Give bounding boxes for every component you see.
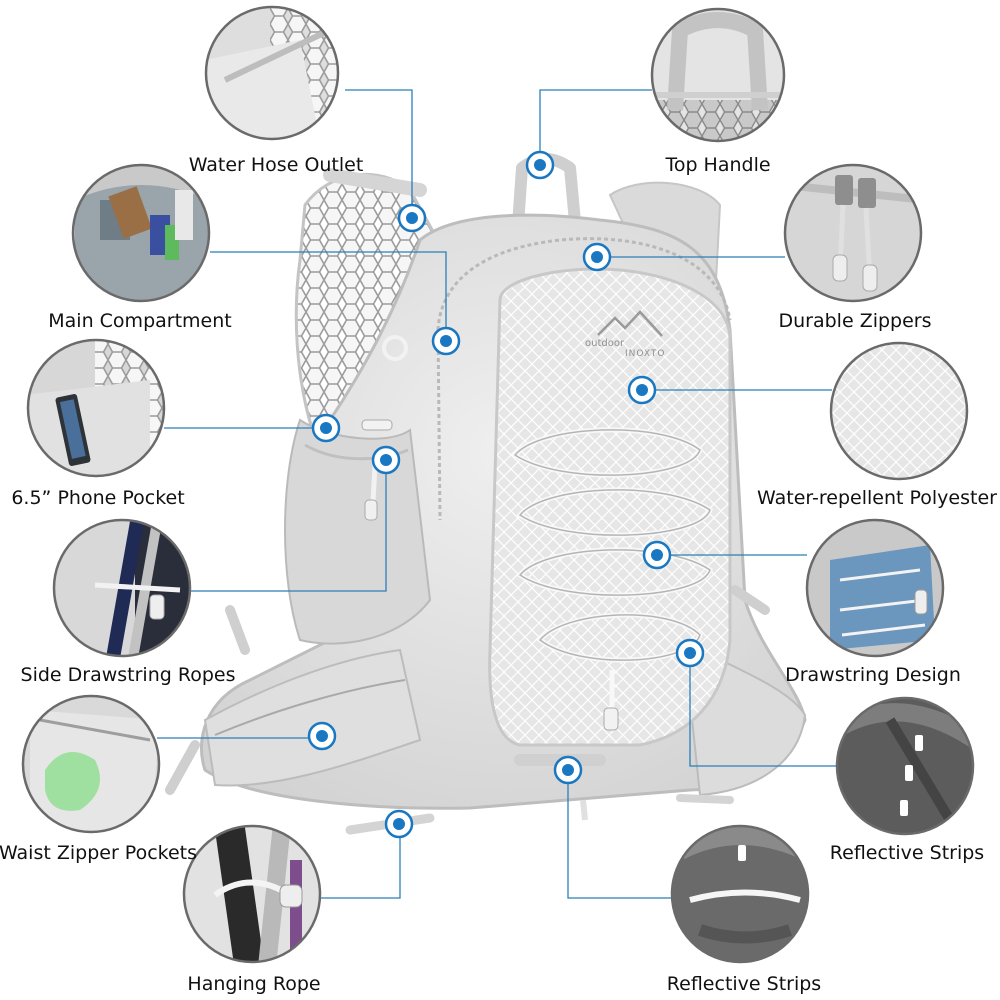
marker-water-hose-outlet [397,203,427,233]
thumb-waist-zipper-pockets [21,694,161,834]
markers [307,150,705,839]
thumb-side-drawstring-ropes [52,518,192,658]
label-phone-pocket: 6.5” Phone Pocket [11,487,185,509]
brand-logo-text-line2: INOXTO [625,349,665,359]
thumb-top-handle [650,7,786,143]
thumb-water-repellent-polyester [829,341,969,481]
marker-waist-zipper-pockets [307,721,337,751]
thumb-water-hose-outlet [204,5,340,141]
label-reflective-strips-bottom: Reflective Strips [666,973,822,995]
brand-logo: outdoor INOXTO [585,310,665,359]
thumb-main-compartment [71,163,211,303]
label-durable-zippers: Durable Zippers [778,310,932,332]
marker-durable-zippers [582,242,612,272]
thumb-hanging-rope [182,824,322,964]
label-main-compartment: Main Compartment [48,310,232,332]
marker-top-handle [525,150,555,180]
label-side-drawstring-ropes: Side Drawstring Ropes [20,664,236,686]
leader-reflective-strips-bottom [567,770,672,899]
leader-top-handle [539,89,652,165]
label-waist-zipper-pockets: Waist Zipper Pockets [0,842,198,864]
label-hanging-rope: Hanging Rope [187,973,321,995]
leader-reflective-strips-right [689,652,837,767]
backpack-photo: outdoor INOXTO [165,153,807,835]
leader-water-hose-outlet [345,89,413,218]
marker-water-repellent-polyester [627,375,657,405]
leader-side-drawstring-ropes [190,460,387,592]
leader-lines [157,89,837,899]
thumb-phone-pocket [26,338,166,478]
marker-main-compartment [431,326,461,356]
leader-main-compartment [210,251,447,340]
marker-reflective-strips-bottom [553,755,583,785]
marker-drawstring-design [642,540,672,570]
label-drawstring-design: Drawstring Design [785,664,961,686]
marker-side-drawstring-ropes [371,445,401,475]
brand-logo-text-line1: outdoor [585,338,625,349]
thumb-drawstring-design [805,518,945,658]
leader-hanging-rope [320,824,401,899]
thumb-reflective-strips-bottom [670,824,810,964]
marker-phone-pocket [311,413,341,443]
label-water-hose-outlet: Water Hose Outlet [188,154,364,176]
marker-reflective-strips-right [675,638,705,668]
label-top-handle: Top Handle [665,154,771,176]
label-reflective-strips-right: Reflective Strips [829,842,985,864]
thumb-reflective-strips-right [835,696,975,836]
label-water-repellent-polyester: Water-repellent Polyester [757,487,997,509]
thumb-durable-zippers [783,163,923,303]
marker-hanging-rope [384,809,414,839]
